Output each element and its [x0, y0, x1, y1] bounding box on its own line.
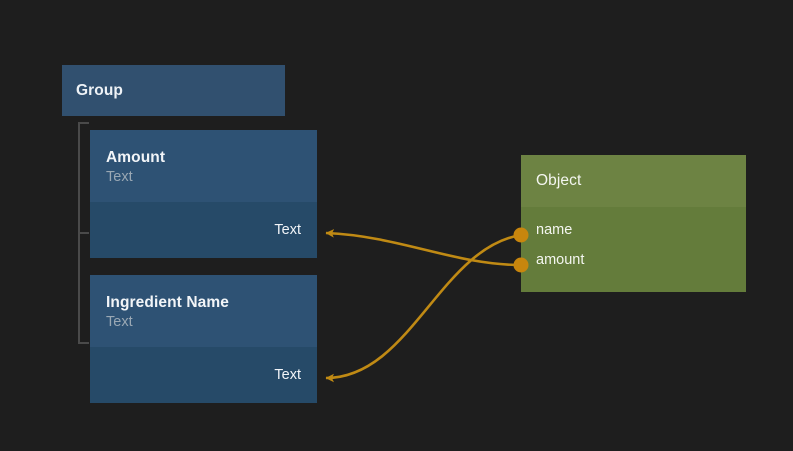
group-bracket-tick-top	[78, 122, 89, 124]
amount-node-header[interactable]: Amount Text	[90, 130, 317, 202]
ingredient-name-node-subtitle: Text	[106, 314, 133, 330]
amount-node-subtitle: Text	[106, 169, 133, 185]
amount-node-title: Amount	[106, 149, 166, 166]
edge-object-amount-to-amount-node	[325, 229, 522, 267]
object-property-amount[interactable]: amount	[536, 252, 585, 268]
object-node-body[interactable]: name amount	[521, 207, 746, 292]
amount-node[interactable]: Amount Text Text	[90, 130, 317, 258]
ingredient-name-node-title: Ingredient Name	[106, 294, 229, 311]
ingredient-name-node-input-port-label: Text	[274, 367, 301, 383]
object-node-title: Object	[536, 172, 582, 189]
group-bracket-tick-middle	[78, 232, 89, 234]
group-title: Group	[76, 81, 123, 99]
group-node[interactable]: Group	[62, 65, 285, 116]
ingredient-name-node-body[interactable]: Text	[90, 347, 317, 403]
amount-node-body[interactable]: Text	[90, 202, 317, 258]
object-node[interactable]: Object name amount	[521, 155, 746, 292]
group-node-header[interactable]: Group	[62, 65, 285, 116]
group-bracket	[78, 122, 92, 344]
object-property-name[interactable]: name	[536, 222, 573, 238]
ingredient-name-node[interactable]: Ingredient Name Text Text	[90, 275, 317, 403]
amount-node-input-port-label: Text	[274, 222, 301, 238]
edge-object-name-to-ingredient-node	[325, 233, 522, 383]
object-node-header[interactable]: Object	[521, 155, 746, 207]
ingredient-name-node-header[interactable]: Ingredient Name Text	[90, 275, 317, 347]
group-bracket-tick-bottom	[78, 342, 89, 344]
